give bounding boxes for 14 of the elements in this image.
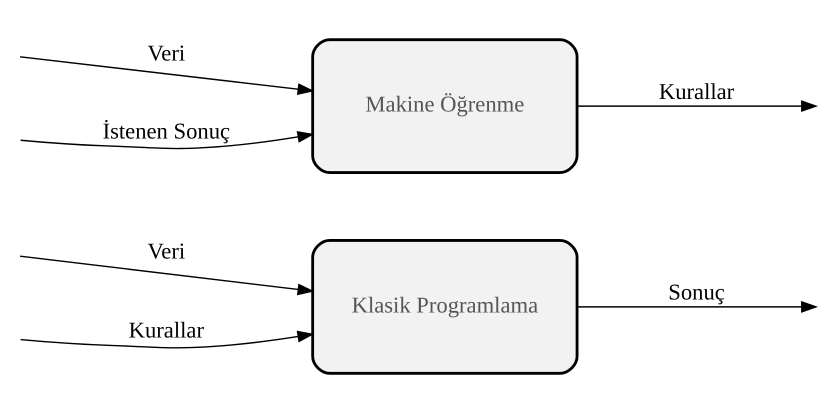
arrow — [577, 300, 818, 312]
edge-label: Kurallar — [128, 317, 204, 342]
arrow — [577, 100, 818, 112]
arrow — [20, 330, 314, 348]
arrow — [20, 56, 314, 95]
arrow — [20, 130, 314, 149]
edge-label: Veri — [147, 238, 186, 264]
node-box: Klasik Programlama — [311, 238, 578, 374]
edge-label: Kurallar — [658, 78, 734, 104]
edge-label: Veri — [147, 40, 186, 66]
edge-label: Sonuç — [668, 279, 725, 304]
edge-label: İstenen Sonuç — [102, 118, 230, 143]
node-box: Makine Öğrenme — [311, 38, 578, 174]
arrow — [20, 254, 314, 295]
